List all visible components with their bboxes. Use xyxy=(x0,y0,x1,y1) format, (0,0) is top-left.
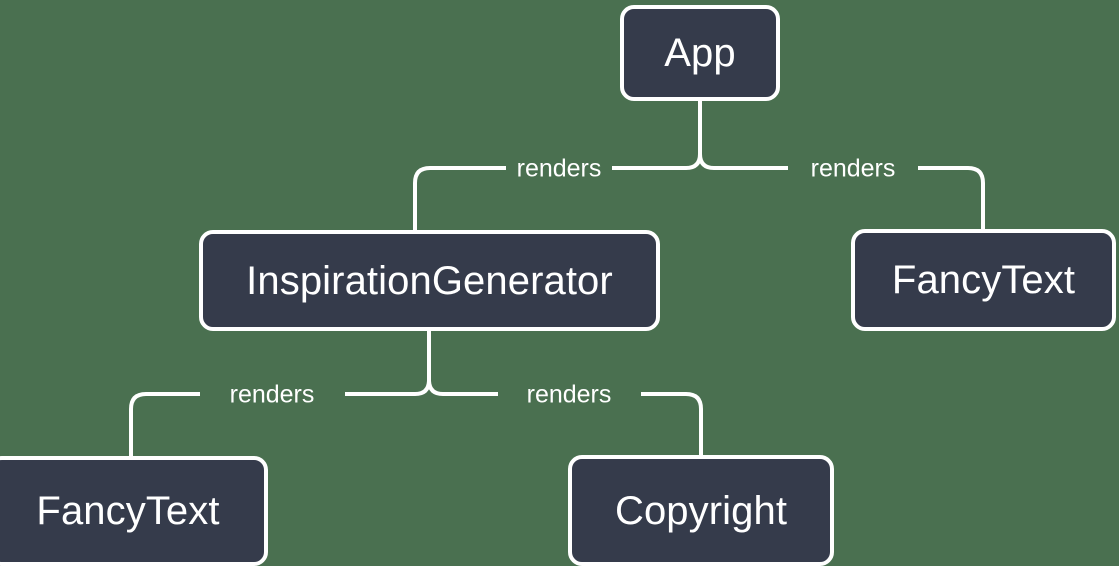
node-app[interactable]: App xyxy=(620,5,780,101)
node-app-label: App xyxy=(664,31,736,75)
edge-inspiration-stem xyxy=(345,331,431,396)
edge-label-inspiration-fancytext: renders xyxy=(229,380,315,409)
edge-label-inspiration-copyright: renders xyxy=(526,380,612,409)
edge-inspiration-stem-right xyxy=(427,379,498,396)
node-fancytext-bottom[interactable]: FancyText xyxy=(0,456,268,566)
edge-app-stem-right xyxy=(698,153,788,170)
node-inspiration-generator-label: InspirationGenerator xyxy=(246,258,613,303)
edge-inspiration-to-fancytext xyxy=(129,392,200,456)
edge-label-app-fancytext: renders xyxy=(810,154,896,183)
node-fancytext-bottom-label: FancyText xyxy=(36,489,220,533)
node-inspiration-generator[interactable]: InspirationGenerator xyxy=(199,230,660,331)
node-copyright-label: Copyright xyxy=(614,488,788,533)
edge-app-to-fancytext xyxy=(918,166,985,229)
edge-app-stem xyxy=(612,101,702,170)
node-fancytext-right[interactable]: FancyText xyxy=(851,229,1116,331)
edge-app-to-inspiration xyxy=(413,166,506,230)
node-copyright[interactable]: Copyright xyxy=(568,455,834,566)
edge-label-app-inspiration: renders xyxy=(516,154,602,183)
edge-inspiration-to-copyright xyxy=(641,392,703,455)
node-fancytext-right-label: FancyText xyxy=(891,258,1076,302)
